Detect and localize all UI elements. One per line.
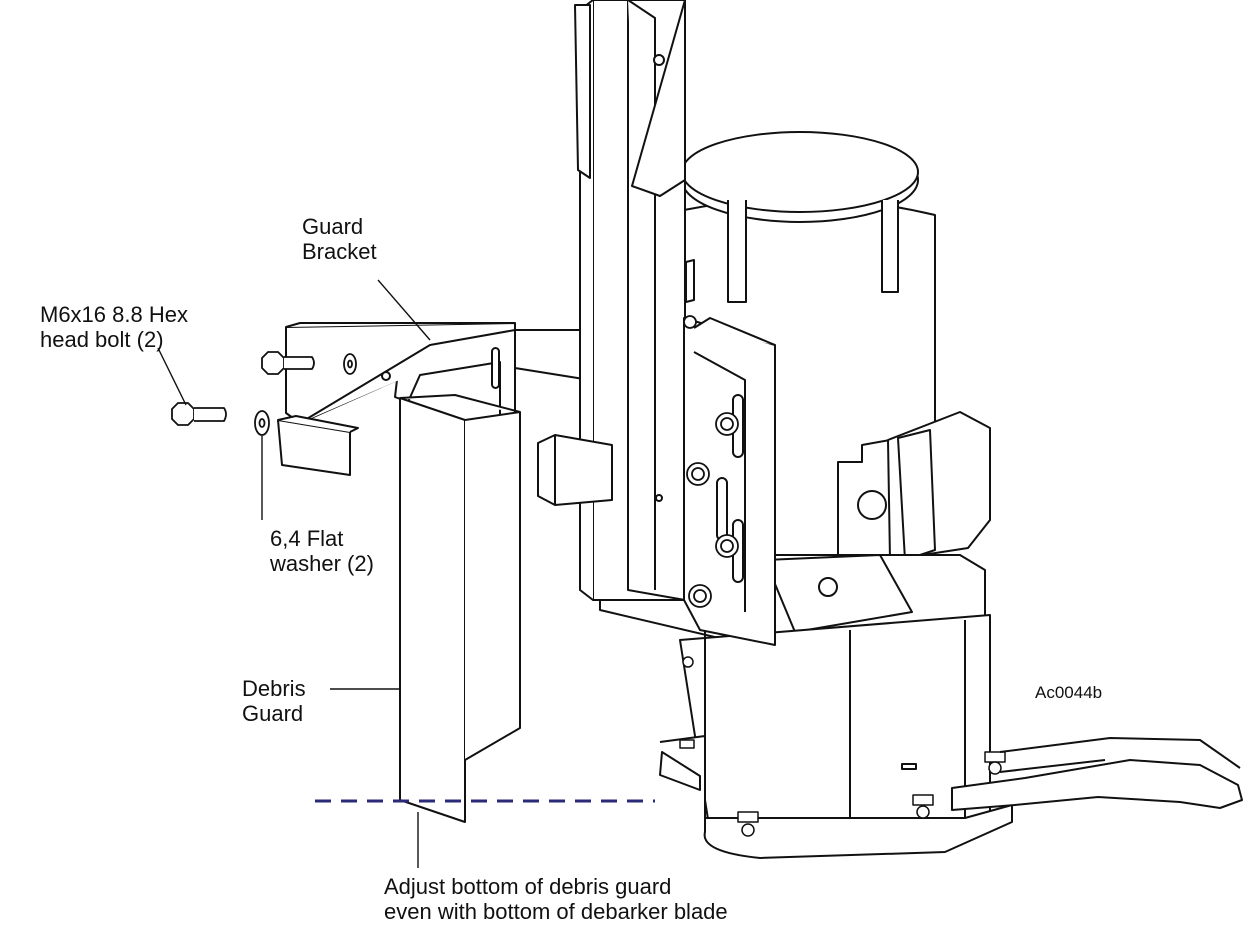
guard-bracket-label: Guard Bracket bbox=[302, 214, 377, 264]
bolt-label: M6x16 8.8 Hex head bolt (2) bbox=[40, 302, 188, 352]
upright-column bbox=[574, 0, 716, 601]
figure-reference-code: Ac0044b bbox=[1035, 683, 1103, 702]
adjust-instruction: Adjust bottom of debris guard even with … bbox=[384, 874, 728, 924]
guard-bracket bbox=[277, 322, 516, 521]
base-housing bbox=[659, 614, 1013, 859]
washer-label: 6,4 Flat washer (2) bbox=[270, 526, 374, 576]
hardware bbox=[171, 351, 357, 436]
leader-lines bbox=[157, 279, 431, 868]
back-plate bbox=[514, 329, 591, 381]
debris-guard-label: Debris Guard bbox=[242, 676, 306, 726]
blade-holder bbox=[537, 259, 776, 646]
handle-bar bbox=[951, 737, 1243, 811]
debris-guard-plate bbox=[399, 394, 521, 823]
